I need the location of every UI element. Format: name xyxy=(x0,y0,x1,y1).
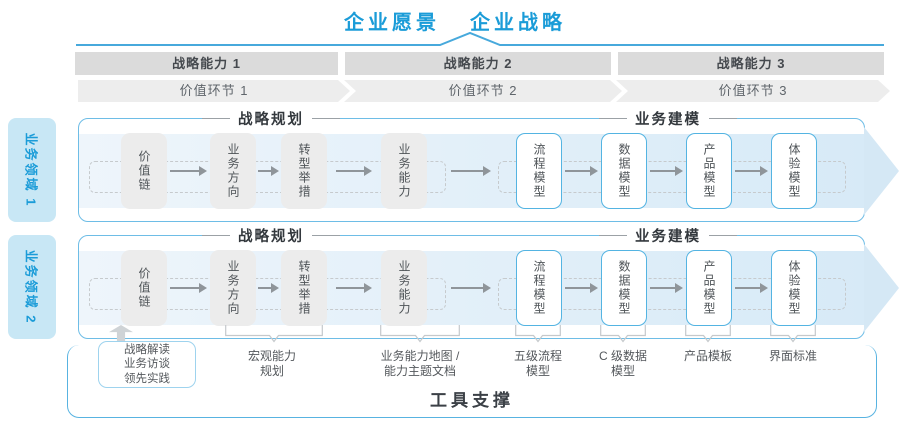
vision-connector-line xyxy=(76,31,884,46)
dashed-group-modeling xyxy=(498,278,846,310)
header-line-left xyxy=(202,234,230,237)
flow-arrow-head xyxy=(864,127,899,215)
box-product-model: 产品模型 xyxy=(686,250,732,326)
header-line-right xyxy=(709,234,737,237)
header-line-right xyxy=(709,117,737,120)
domain-2-band: 战略规划 业务建模 价值链 业务方向 转型举措 业务能力 流程模型 数据模型 产… xyxy=(78,225,899,339)
right-arrow-icon xyxy=(258,283,279,293)
brace-capability-map xyxy=(380,325,460,343)
box-data-model: 数据模型 xyxy=(601,133,647,209)
box-process-model: 流程模型 xyxy=(516,133,562,209)
annotation-data-model: C 级数据 模型 xyxy=(598,349,648,378)
dashed-group-planning xyxy=(89,278,446,310)
vision-title: 企业愿景 xyxy=(344,12,440,34)
header-line-left xyxy=(599,117,627,120)
box-value-chain: 价值链 xyxy=(121,133,167,209)
box-business-capability: 业务能力 xyxy=(381,250,427,326)
right-arrow-icon xyxy=(170,166,207,176)
right-arrow-icon xyxy=(735,166,768,176)
header-line-right xyxy=(312,117,340,120)
header-line-left xyxy=(202,117,230,120)
box-value-chain: 价值链 xyxy=(121,250,167,326)
planning-header: 战略规划 xyxy=(202,108,340,129)
header-line-right xyxy=(312,234,340,237)
annotation-ui-standard: 界面标准 xyxy=(768,349,818,363)
annotation-macro-capability: 宏观能力 规划 xyxy=(247,349,297,378)
brace-ui-standard xyxy=(770,325,816,343)
box-business-direction: 业务方向 xyxy=(210,133,256,209)
value-segment-2: 价值环节 2 xyxy=(344,80,622,102)
capability-segment-2: 战略能力 2 xyxy=(345,52,611,75)
right-arrow-icon xyxy=(650,283,683,293)
value-chain-bar: 价值环节 1 价值环节 2 价值环节 3 xyxy=(78,80,890,102)
dashed-group-modeling xyxy=(498,161,846,193)
right-arrow-icon xyxy=(650,166,683,176)
right-arrow-icon xyxy=(565,283,598,293)
annotation-process-model: 五级流程 模型 xyxy=(513,349,563,378)
tool-support-label: 工具支撑 xyxy=(430,391,514,410)
box-transformation-initiatives: 转型举措 xyxy=(281,133,327,209)
dashed-group-planning xyxy=(89,161,446,193)
value-segment-1: 价值环节 1 xyxy=(78,80,350,102)
modeling-header: 业务建模 xyxy=(599,108,737,129)
box-process-model: 流程模型 xyxy=(516,250,562,326)
domain-label-1: 业务领域 1 xyxy=(8,118,56,222)
right-arrow-icon xyxy=(565,166,598,176)
annotation-capability-map: 业务能力地图 / 能力主题文档 xyxy=(380,349,460,378)
practice-callout-box: 战略解读 业务访谈 领先实践 xyxy=(98,341,196,388)
box-product-model: 产品模型 xyxy=(686,133,732,209)
modeling-header: 业务建模 xyxy=(599,225,737,246)
domain-label-2: 业务领域 2 xyxy=(8,235,56,339)
box-experience-model: 体验模型 xyxy=(771,133,817,209)
right-arrow-icon xyxy=(336,283,372,293)
right-arrow-icon xyxy=(336,166,372,176)
box-transformation-initiatives: 转型举措 xyxy=(281,250,327,326)
strategic-capability-bar: 战略能力 1 战略能力 2 战略能力 3 xyxy=(75,52,884,75)
planning-header: 战略规划 xyxy=(202,225,340,246)
brace-process-model xyxy=(515,325,561,343)
right-arrow-icon xyxy=(451,283,491,293)
right-arrow-icon xyxy=(451,166,491,176)
right-arrow-icon xyxy=(258,166,279,176)
page-title: 企业愿景 企业战略 xyxy=(0,6,910,35)
value-segment-3: 价值环节 3 xyxy=(616,80,890,102)
brace-macro-capability xyxy=(225,325,323,343)
tool-support-container: 工具支撑 xyxy=(67,345,877,418)
domain-1-band: 战略规划 业务建模 价值链 业务方向 转型举措 业务能力 流程模型 数据模型 产… xyxy=(78,108,899,222)
flow-arrow-head xyxy=(864,244,899,332)
right-arrow-icon xyxy=(170,283,207,293)
annotation-product-template: 产品模板 xyxy=(683,349,733,363)
brace-data-model xyxy=(600,325,646,343)
brace-product-template xyxy=(685,325,731,343)
strategy-title: 企业战略 xyxy=(470,12,566,34)
box-experience-model: 体验模型 xyxy=(771,250,817,326)
box-data-model: 数据模型 xyxy=(601,250,647,326)
box-business-capability: 业务能力 xyxy=(381,133,427,209)
right-arrow-icon xyxy=(735,283,768,293)
capability-segment-1: 战略能力 1 xyxy=(75,52,338,75)
box-business-direction: 业务方向 xyxy=(210,250,256,326)
capability-segment-3: 战略能力 3 xyxy=(618,52,884,75)
header-line-left xyxy=(599,234,627,237)
